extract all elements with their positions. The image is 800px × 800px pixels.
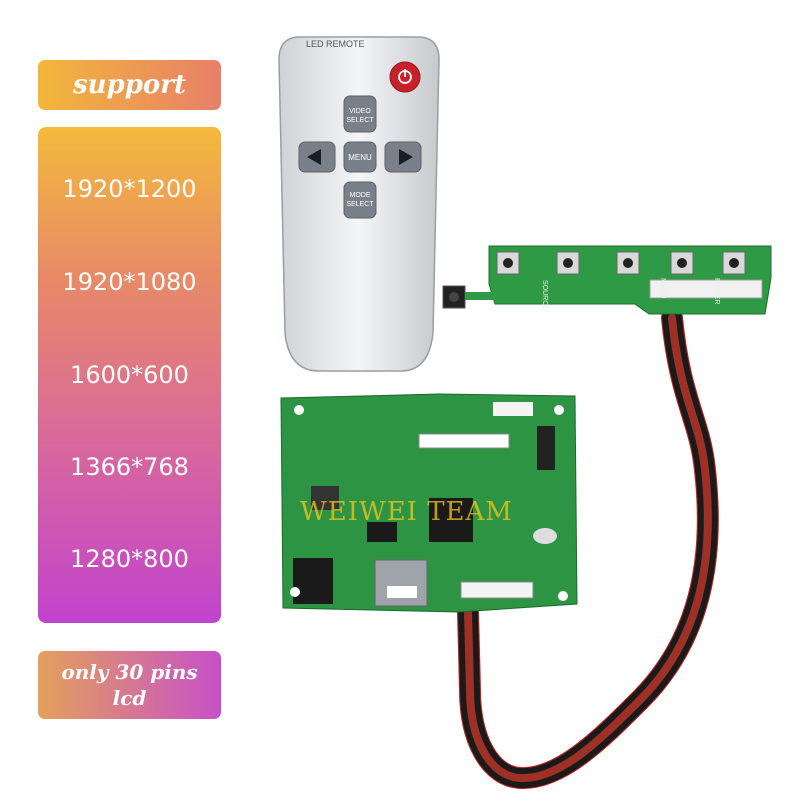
resolution-item: 1920*1200 (62, 175, 197, 203)
pins-note-badge: only 30 pins lcd (38, 651, 221, 719)
video-select-label: VIDEO (349, 108, 371, 115)
resolution-item: 1280*800 (70, 545, 189, 573)
keypad-menu-label: MENU (659, 278, 666, 299)
chip-icon (429, 498, 473, 542)
left-arrow-icon (307, 149, 321, 165)
watermark: WEIWEI TEAM (300, 497, 513, 527)
driver-board (280, 393, 578, 613)
resolution-panel: 1920*1200 1920*1080 1600*600 1366*768 12… (38, 127, 221, 623)
svg-text:SELECT: SELECT (346, 117, 374, 124)
support-badge: support (38, 60, 221, 110)
remote-brand-label: LED REMOTE (306, 39, 365, 49)
menu-label: MENU (348, 153, 372, 162)
resolution-item: 1366*768 (70, 453, 189, 481)
remote-control: LED REMOTE VIDEO SELECT MENU MODE SELECT (278, 36, 440, 372)
ir-receiver (442, 285, 495, 309)
pins-note-line: lcd (112, 686, 147, 710)
support-label: support (73, 70, 186, 100)
keypad-board: SOURCE MENU POWER (488, 245, 772, 315)
keypad-power-label: POWER (713, 278, 720, 304)
keypad-source-label: SOURCE (541, 280, 548, 310)
pins-note-line: only 30 pins (61, 660, 198, 684)
svg-text:SELECT: SELECT (346, 201, 374, 208)
right-arrow-icon (399, 149, 413, 165)
resolution-item: 1920*1080 (62, 268, 197, 296)
mode-select-label: MODE (350, 192, 371, 199)
resolution-item: 1600*600 (70, 361, 189, 389)
